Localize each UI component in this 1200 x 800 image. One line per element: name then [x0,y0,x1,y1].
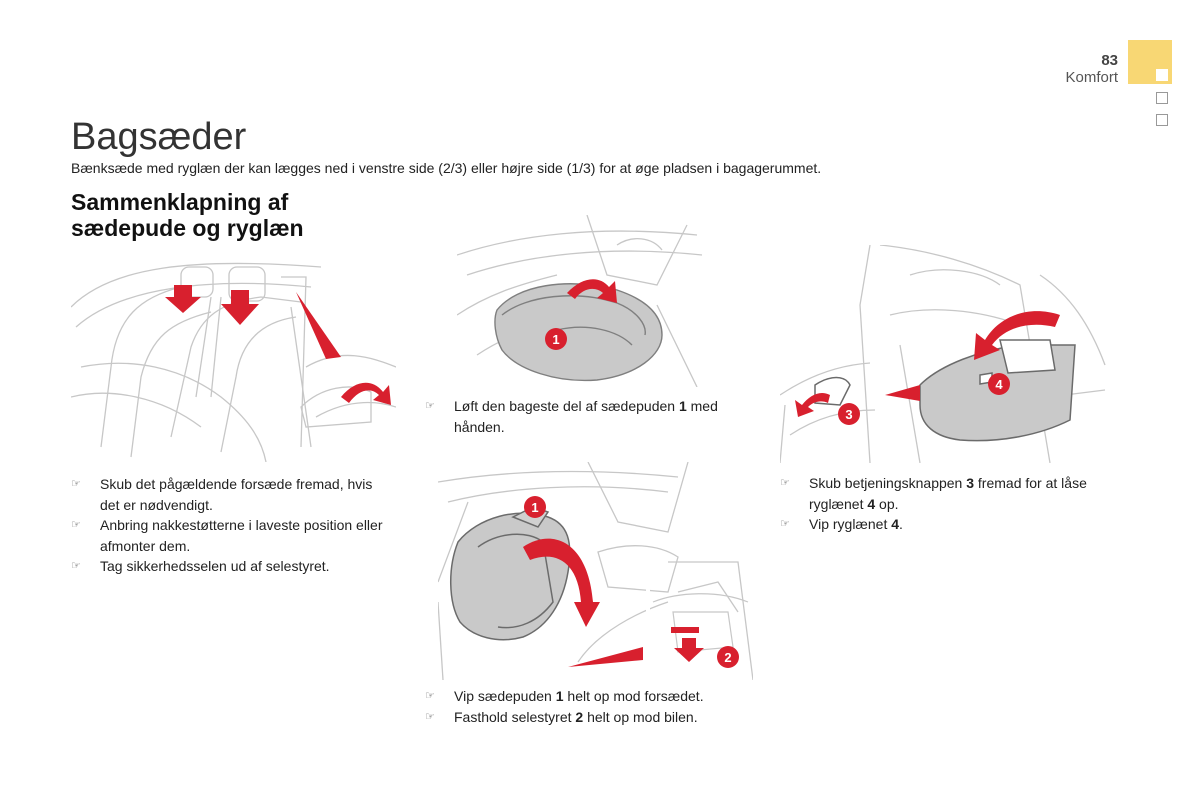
instruction-item: ☞ Vip sædepuden 1 helt op mod forsædet. [425,686,755,707]
callout-marker [717,646,739,668]
section-label: Komfort [1065,69,1118,86]
finger-pointing-icon: ☞ [71,560,81,572]
backrest-folded-down-illustration: 3 4 [780,245,1106,463]
instruction-item: ☞ Skub betjeningsknappen 3 fremad for at … [780,473,1100,514]
finger-pointing-icon: ☞ [425,710,435,723]
callout-marker-label: 3 [845,407,852,422]
instruction-text: Løft den bageste del af sædepuden [454,398,679,414]
section-heading: Sammenklapning af sædepude og ryglæn [71,189,304,241]
instruction-ref: 4 [867,495,876,512]
instruction-text: Skub det pågældende forsæde fremad, hvis… [100,476,373,513]
instruction-item: ☞ Vip ryglænet 4. [780,514,1100,535]
page-number: 83 [1101,52,1118,69]
instruction-text: Tag sikkerhedsselen ud af selestyret. [100,558,330,574]
instruction-text: Anbring nakkestøtterne i laveste positio… [100,517,383,554]
instruction-text: helt op mod forsædet. [563,688,704,704]
section-heading-line: sædepude og ryglæn [71,215,304,241]
callout-marker [524,496,546,518]
instruction-ref: 3 [966,475,975,491]
instruction-item: ☞ Fasthold selestyret 2 helt op mod bilen… [425,707,755,728]
callout-marker [988,373,1010,395]
instruction-item: ☞ Løft den bageste del af sædepuden 1 med… [425,396,755,437]
instruction-text: Skub betjeningsknappen [809,475,967,491]
finger-pointing-icon: ☞ [780,477,790,489]
finger-pointing-icon: ☞ [425,690,435,702]
section-tab-square [1156,92,1168,104]
instruction-ref: 4 [891,516,900,532]
page-title: Bagsæder [71,116,247,158]
callout-marker-label: 1 [531,500,538,515]
seat-cushion-lifted-illustration: 1 [457,215,703,387]
instruction-list-right: ☞ Skub betjeningsknappen 3 fremad for at … [780,473,1100,535]
instruction-ref: 1 [555,688,564,704]
instruction-text: Fasthold selestyret [454,708,576,725]
instruction-text: . [899,516,903,532]
instruction-list-middle-bottom: ☞ Vip sædepuden 1 helt op mod forsædet. ☞… [425,686,755,727]
intro-text: Bænksæde med ryglæn der kan lægges ned i… [71,160,822,176]
rear-seat-headrests-lowered-illustration [71,262,396,462]
section-tab-active-square [1156,69,1168,81]
finger-pointing-icon: ☞ [71,478,81,490]
instruction-text: op. [875,495,899,512]
callout-marker-label: 2 [724,650,731,665]
finger-pointing-icon: ☞ [780,518,790,530]
seat-cushion-tipped-forward-illustration: 1 2 [438,462,753,680]
callout-marker-label: 1 [552,332,559,347]
instruction-text: Vip ryglænet [809,516,892,532]
instruction-list-middle-top: ☞ Løft den bageste del af sædepuden 1 med… [425,396,755,437]
callout-marker-label: 4 [995,377,1003,392]
finger-pointing-icon: ☞ [71,519,81,531]
instruction-ref: 2 [575,708,584,725]
instruction-text: Vip sædepuden [454,688,556,704]
instruction-text: med hånden. [454,398,718,435]
instruction-ref: 1 [678,398,687,414]
finger-pointing-icon: ☞ [425,400,435,412]
callout-marker [838,403,860,425]
section-tab-square [1156,114,1168,126]
callout-marker [545,328,567,350]
instruction-text: helt op mod bilen. [583,708,698,725]
instruction-text: fremad for at låse ryglænet [809,475,1087,512]
section-heading-line: Sammenklapning af [71,189,289,215]
instruction-item: ☞ Skub det pågældende forsæde fremad, hvi… [71,474,391,515]
instruction-list-left: ☞ Skub det pågældende forsæde fremad, hvi… [71,474,391,577]
instruction-item: ☞ Tag sikkerhedsselen ud af selestyret. [71,556,391,577]
instruction-item: ☞ Anbring nakkestøtterne i laveste positi… [71,515,391,556]
